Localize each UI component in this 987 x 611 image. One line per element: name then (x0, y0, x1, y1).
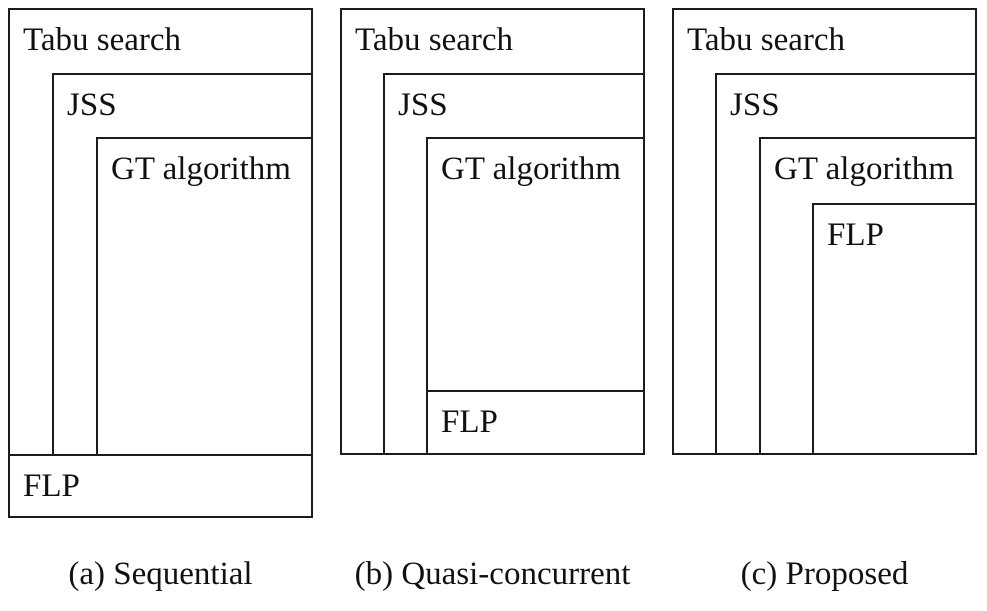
panel-a-gt-algorithm-label: GT algorithm (111, 151, 291, 187)
panel-c-flp-label: FLP (827, 217, 884, 253)
panel-c-gt-algorithm-label: GT algorithm (774, 151, 954, 187)
panel-a-flp-box: FLP (8, 454, 313, 518)
panel-c-caption: (c) Proposed (740, 556, 909, 592)
panel-b-caption: (b) Quasi-concurrent (354, 556, 631, 592)
panel-a-caption: (a) Sequential (68, 556, 253, 592)
panel-b-flp-box: FLP (426, 390, 645, 455)
panel-b-flp-label: FLP (441, 404, 498, 440)
panel-a-jss-label: JSS (67, 87, 117, 123)
panel-c-tabu-search-label: Tabu search (687, 22, 846, 58)
panel-a-flp-label: FLP (23, 468, 80, 504)
panel-a-tabu-search-label: Tabu search (23, 22, 182, 58)
panel-c-jss-label: JSS (730, 87, 780, 123)
panel-b-tabu-search-label: Tabu search (355, 22, 514, 58)
panel-c-flp-box: FLP (812, 203, 977, 455)
panel-b-gt-algorithm-label: GT algorithm (441, 151, 621, 187)
panel-b-jss-label: JSS (398, 87, 448, 123)
panel-a-gt-algorithm-box: GT algorithm (96, 137, 313, 456)
panel-c-tabu-search-box: Tabu search (672, 8, 977, 455)
